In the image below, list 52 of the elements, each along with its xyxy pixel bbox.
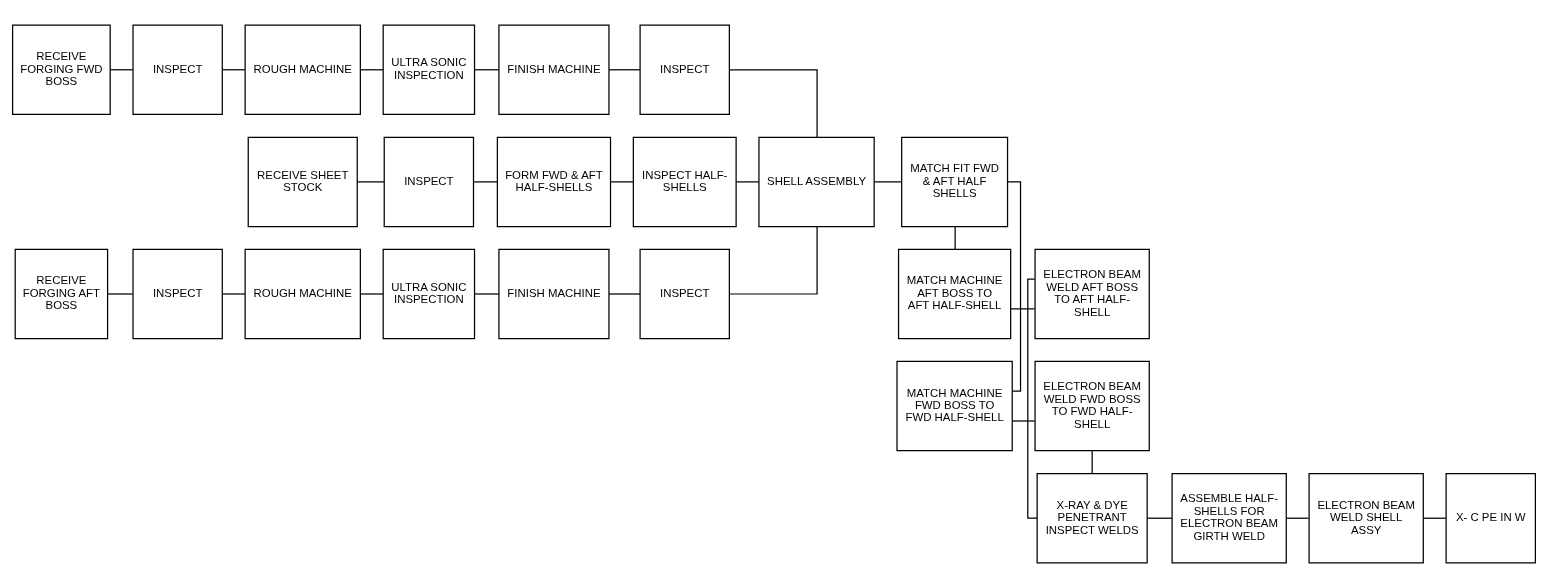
connector: [1027, 278, 1038, 519]
node-box: ULTRA SONIC INSPECTION: [382, 24, 476, 116]
node-box: INSPECT: [132, 24, 223, 116]
connector: [473, 181, 498, 183]
connector: [728, 226, 818, 295]
connector: [609, 181, 634, 183]
connector: [1146, 517, 1173, 519]
connector: [356, 181, 385, 183]
connector: [474, 69, 500, 71]
connector: [873, 181, 903, 183]
connector: [1285, 517, 1310, 519]
connector: [109, 69, 134, 71]
node-box: FORM FWD & AFT HALF-SHELLS: [496, 136, 612, 228]
node-box: ROUGH MACHINE: [244, 248, 361, 340]
connector: [608, 293, 641, 295]
node-box: ULTRA SONIC INSPECTION: [382, 248, 476, 340]
connector: [608, 69, 641, 71]
connector: [954, 226, 956, 250]
node-box: MATCH FIT FWD & AFT HALF SHELLS: [901, 136, 1009, 228]
node-box: X- C PE IN W: [1445, 472, 1536, 564]
node-box: SHELL ASSEMBLY: [758, 136, 875, 228]
node-box: INSPECT: [383, 136, 475, 228]
connector: [360, 293, 384, 295]
node-box: ASSEMBLE HALF-SHELLS FOR ELECTRON BEAM GIRTH WELD: [1171, 472, 1287, 564]
node-box: INSPECT: [639, 24, 730, 116]
connector: [1010, 308, 1036, 310]
node-box: MATCH MACHINE FWD BOSS TO FWD HALF-SHELL: [896, 360, 1013, 452]
node-box: X-RAY & DYE PENETRANT INSPECT WELDS: [1036, 472, 1148, 564]
connector: [107, 293, 134, 295]
node-box: RECEIVE FORGING AFT BOSS: [14, 248, 109, 340]
node-box: ELECTRON BEAM WELD SHELL ASSY: [1308, 472, 1424, 564]
node-box: INSPECT HALF-SHELLS: [632, 136, 737, 228]
node-box: FINISH MACHINE: [498, 248, 610, 340]
node-box: INSPECT: [132, 248, 223, 340]
connector: [728, 69, 818, 138]
connector: [1422, 517, 1447, 519]
node-box: RECEIVE FORGING FWD BOSS: [12, 24, 111, 116]
node-box: ELECTRON BEAM WELD FWD BOSS TO FWD HALF-SHELL: [1034, 360, 1150, 452]
node-box: RECEIVE SHEET STOCK: [247, 136, 358, 228]
connector: [221, 69, 246, 71]
connector: [1007, 181, 1022, 392]
node-box: FINISH MACHINE: [498, 24, 610, 116]
node-box: INSPECT: [639, 248, 730, 340]
connector: [735, 181, 760, 183]
node-box: ROUGH MACHINE: [244, 24, 361, 116]
node-box: ELECTRON BEAM WELD AFT BOSS TO AFT HALF-SHELL: [1034, 248, 1150, 340]
connector: [221, 293, 246, 295]
connector: [1091, 450, 1093, 474]
node-box: MATCH MACHINE AFT BOSS TO AFT HALF-SHELL: [897, 248, 1012, 340]
connector: [1011, 420, 1036, 422]
connector: [474, 293, 500, 295]
connector: [360, 69, 384, 71]
